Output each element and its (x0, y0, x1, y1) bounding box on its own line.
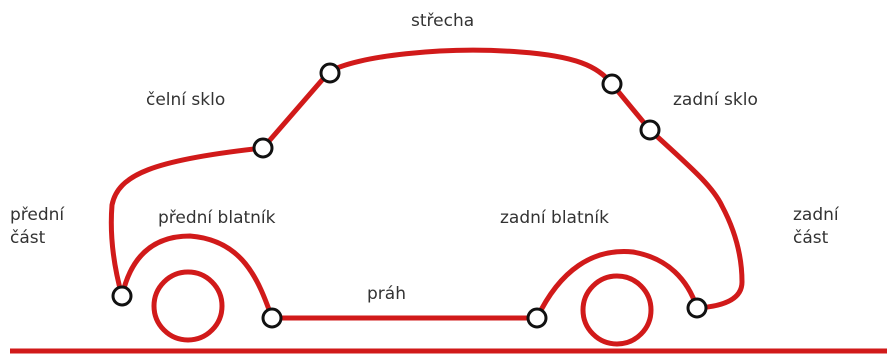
label-rear-window: zadní sklo (673, 90, 758, 110)
joint-marker (261, 307, 283, 329)
label-front-section-line2: část (10, 228, 46, 248)
joint-marker (526, 307, 548, 329)
joint-marker (686, 297, 708, 319)
label-windshield: čelní sklo (146, 90, 226, 110)
label-rear-section-line2: část (793, 228, 829, 248)
joint-marker (601, 73, 623, 95)
label-rear-section: zadní část (793, 204, 839, 250)
joint-marker (319, 62, 341, 84)
rear-wheel (580, 273, 654, 347)
label-rear-fender: zadní blatník (500, 208, 609, 228)
label-roof: střecha (411, 11, 475, 31)
label-front-fender: přední blatník (158, 208, 276, 228)
label-rear-section-line1: zadní (793, 205, 839, 225)
front-wheel (151, 269, 225, 343)
car-body-path (108, 47, 745, 321)
joint-marker (252, 137, 274, 159)
label-front-section: přední část (10, 204, 64, 250)
label-sill: práh (367, 284, 406, 304)
joint-marker (639, 119, 661, 141)
joint-marker (111, 285, 133, 307)
label-front-section-line1: přední (10, 205, 65, 225)
